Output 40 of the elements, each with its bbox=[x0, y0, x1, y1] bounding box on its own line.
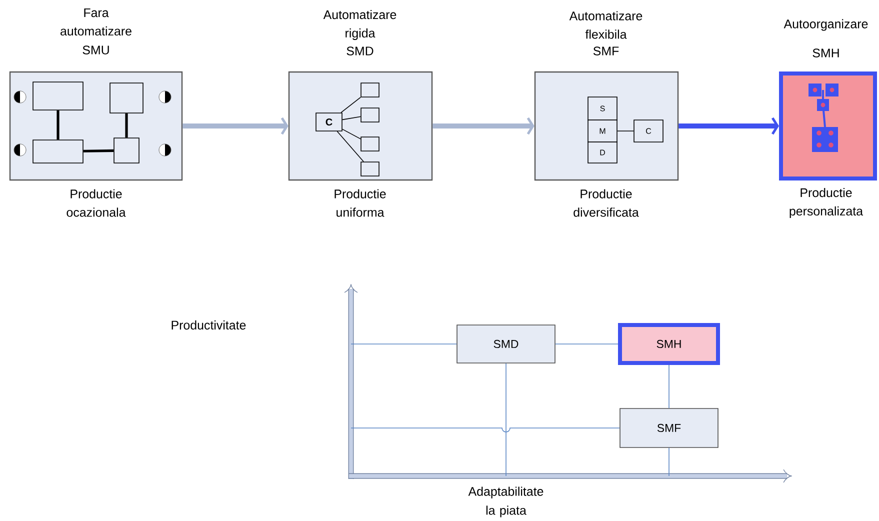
module-box bbox=[360, 108, 380, 122]
connector-line bbox=[617, 130, 634, 132]
connector-line bbox=[342, 116, 361, 120]
arrow bbox=[182, 117, 288, 135]
module-box bbox=[32, 140, 84, 164]
node-label: Automatizare flexibila bbox=[569, 11, 642, 39]
system-box: SMF bbox=[620, 408, 718, 448]
arrow bbox=[678, 117, 779, 135]
connector-line bbox=[668, 364, 670, 408]
module-box bbox=[360, 136, 380, 152]
connector-line bbox=[83, 149, 114, 152]
axis-label: Productivitate bbox=[172, 320, 246, 330]
node-label: SMH bbox=[812, 48, 839, 58]
node-label: Autoorganizare bbox=[784, 19, 868, 31]
connector-line bbox=[340, 96, 361, 113]
arrow bbox=[432, 117, 534, 135]
module-box bbox=[32, 82, 84, 110]
caption-text: Productie personalizata bbox=[790, 188, 864, 218]
caption-text: Productie uniforma bbox=[334, 189, 386, 217]
module-box: C bbox=[316, 112, 342, 132]
connector-line bbox=[668, 448, 670, 476]
connector-line bbox=[125, 113, 128, 138]
node-label: Fara automatizare bbox=[60, 8, 132, 36]
connector-line bbox=[342, 128, 361, 140]
node-label: SMD bbox=[346, 46, 374, 56]
module-box bbox=[110, 82, 144, 114]
module-box bbox=[360, 82, 380, 98]
axis-label: Adaptabilitate la piata bbox=[468, 486, 544, 518]
node-label: SMF bbox=[593, 46, 619, 56]
caption-text: Productie ocazionala bbox=[66, 189, 126, 217]
system-box: SMD bbox=[456, 324, 556, 364]
node-label: SMU bbox=[82, 46, 109, 54]
module-box bbox=[360, 162, 380, 176]
system-box: SMH bbox=[618, 323, 720, 365]
module-box bbox=[114, 138, 140, 164]
caption-text: Productie diversificata bbox=[574, 189, 639, 217]
connector-line bbox=[56, 110, 60, 140]
node-label: Automatizare rigida bbox=[323, 10, 396, 40]
connector-line bbox=[336, 131, 364, 162]
connector-line bbox=[350, 428, 620, 432]
